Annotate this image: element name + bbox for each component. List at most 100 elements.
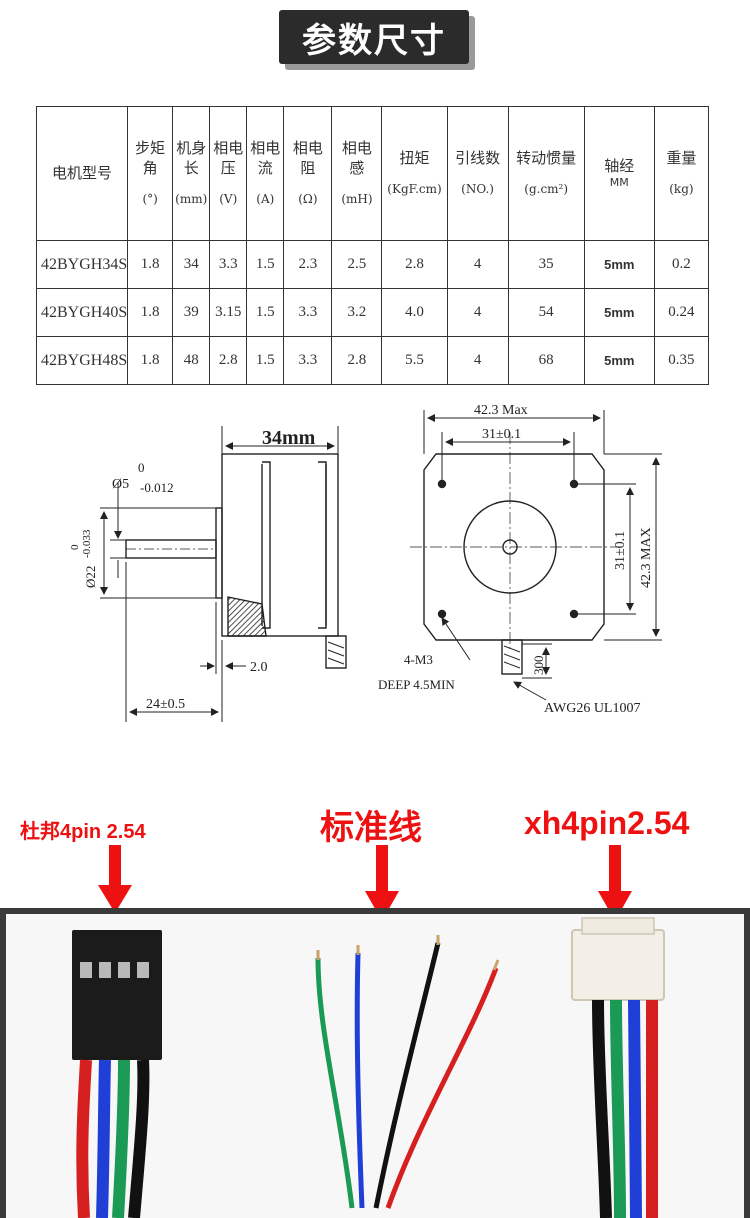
hole-spacing-h-label: 31±0.1	[482, 427, 521, 442]
table-cell: 5mm	[583, 336, 655, 385]
section-title: 参数尺寸	[279, 10, 475, 70]
table-header-cell: 步矩角(°)	[127, 106, 174, 241]
table-cell: 3.2	[331, 288, 383, 337]
shaft-dia-label: Ø5	[112, 477, 129, 492]
table-cell: 2.8	[381, 240, 448, 289]
header-unit: (kg)	[669, 182, 694, 197]
table-cell: 2.3	[283, 240, 333, 289]
header-unit: (g.cm²)	[524, 182, 569, 197]
screw-label: 4-M3	[404, 652, 433, 667]
table-cell: 68	[507, 336, 585, 385]
table-cell: 1.5	[246, 336, 285, 385]
header-text: 角	[142, 158, 158, 177]
header-unit: (°)	[142, 192, 158, 207]
table-cell: 5.5	[381, 336, 448, 385]
dupont-connector	[72, 930, 162, 1218]
header-text: 引线数	[455, 148, 501, 167]
dimension-drawing: 34mm Ø5 0 -0.012 Ø22 0 -0.033 2.0 24±0.5	[69, 403, 662, 722]
mount-hole	[569, 479, 579, 489]
mount-hole	[437, 609, 447, 619]
header-text: 轴经	[604, 156, 635, 175]
arrow-down-icon	[598, 845, 632, 921]
boss-tol-upper: 0	[69, 544, 81, 550]
body-length-label: 34mm	[262, 427, 316, 449]
header-text: 相电	[250, 139, 281, 158]
table-cell: 39	[172, 288, 211, 337]
mount-hole	[437, 479, 447, 489]
shaft-tol-lower: -0.012	[140, 480, 174, 495]
table-cell: 1.8	[127, 336, 174, 385]
side-dimensions	[100, 426, 339, 722]
table-cell: 5mm	[583, 240, 655, 289]
header-text: 相电	[292, 139, 323, 158]
header-unit: (mm)	[175, 192, 208, 207]
table-cell: 3.3	[283, 288, 333, 337]
caption-dupont: 杜邦4pin 2.54	[20, 821, 146, 843]
table-cell: 3.3	[283, 336, 333, 385]
spec-table: 电机型号步矩角(°)机身长(mm)相电压(V)相电流(A)相电阻(Ω)相电感(m…	[35, 106, 710, 385]
table-cell: 0.2	[653, 240, 710, 289]
screw-depth-label: DEEP 4.5MIN	[378, 677, 455, 692]
header-text: 流	[257, 158, 273, 177]
header-text: 电机型号	[52, 163, 113, 182]
header-unit: (KgF.cm)	[387, 182, 442, 197]
header-unit: (mH)	[341, 192, 373, 207]
front-face	[423, 453, 605, 641]
header-unit: (V)	[219, 192, 238, 207]
boss-dia-label: Ø22	[83, 566, 98, 588]
boss-height-label: 2.0	[250, 660, 268, 675]
table-cell: 5mm	[583, 288, 655, 337]
table-cell: 2.8	[209, 336, 248, 385]
table-cell: 4	[446, 240, 509, 289]
table-cell: 34	[172, 240, 211, 289]
table-header-cell: 电机型号	[35, 106, 129, 241]
side-lead-bundle	[325, 635, 347, 669]
table-cell: 3.15	[209, 288, 248, 337]
table-header-cell: 相电感(mH)	[331, 106, 383, 241]
table-header-cell: 相电压 (V)	[209, 106, 248, 241]
front-lead-bundle	[501, 639, 523, 675]
table-cell: 4.0	[381, 288, 448, 337]
table-cell: 1.5	[246, 240, 285, 289]
wire-photo	[0, 908, 750, 1218]
header-text: 相电	[341, 139, 372, 158]
header-text: 扭矩	[399, 148, 430, 167]
side-view	[125, 453, 347, 669]
header-text: 压	[220, 158, 236, 177]
caption-xh: xh4pin2.54	[524, 805, 690, 841]
header-text: 长	[183, 158, 199, 177]
height-max-label: 42.3 MAX	[639, 527, 654, 588]
header-text: 阻	[300, 158, 316, 177]
header-text: 机身	[176, 139, 207, 158]
table-header-cell: 重量(kg)	[653, 106, 710, 241]
table-cell: 4	[446, 288, 509, 337]
shaft-tol-upper: 0	[138, 460, 145, 475]
body-ribs	[262, 461, 327, 629]
table-header-cell: 相电流(A)	[246, 106, 285, 241]
header-text: 相电	[213, 139, 244, 158]
table-header-cell: 引线数(NO.)	[446, 106, 509, 241]
table-cell: 54	[507, 288, 585, 337]
header-unit: (Ω)	[298, 192, 318, 207]
front-view	[410, 432, 620, 675]
table-cell: 42BYGH48S	[35, 336, 129, 385]
cable-entry-hatch	[227, 596, 267, 637]
xh-connector	[571, 917, 665, 1218]
table-header-cell: 机身长 (mm)	[172, 106, 211, 241]
front-boss	[215, 507, 223, 599]
table-cell: 35	[507, 240, 585, 289]
title-text: 参数尺寸	[279, 10, 469, 64]
header-text: 转动惯量	[516, 148, 577, 167]
hole-spacing-v-label: 31±0.1	[613, 531, 628, 570]
table-cell: 2.8	[331, 336, 383, 385]
table-cell: 0.35	[653, 336, 710, 385]
mount-hole	[569, 609, 579, 619]
lead-length-label: 300	[531, 656, 546, 676]
front-dimensions	[423, 410, 662, 701]
table-cell: 4	[446, 336, 509, 385]
wire-spec-label: AWG26 UL1007	[544, 701, 640, 716]
table-cell: 2.5	[331, 240, 383, 289]
